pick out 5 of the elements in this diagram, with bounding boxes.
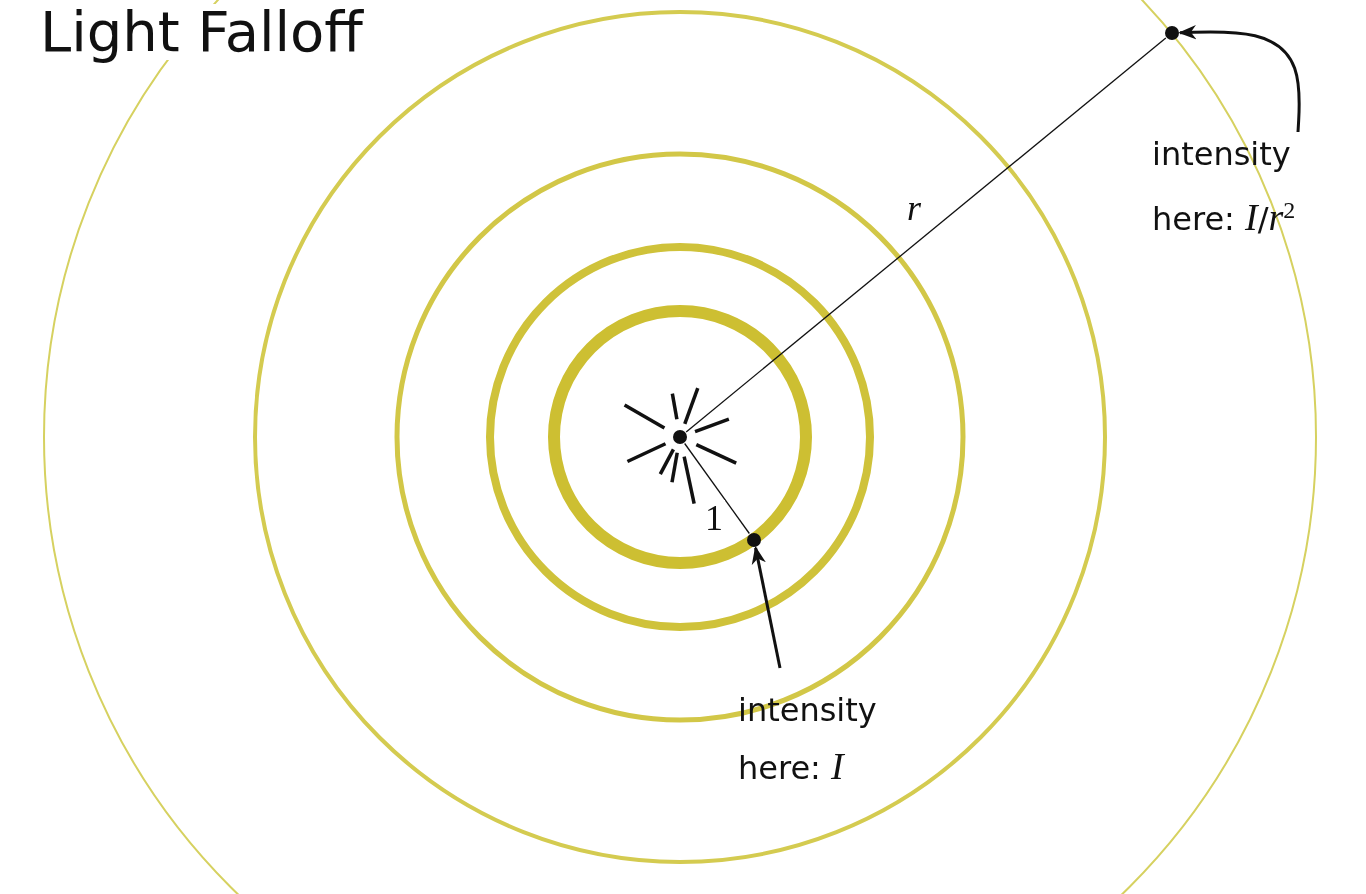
annotation-text: intensity here: I bbox=[738, 690, 878, 789]
leader-arrow bbox=[1178, 25, 1301, 133]
leader-arrow bbox=[751, 546, 782, 669]
radius-line bbox=[685, 37, 1167, 433]
radius-line bbox=[684, 442, 750, 535]
